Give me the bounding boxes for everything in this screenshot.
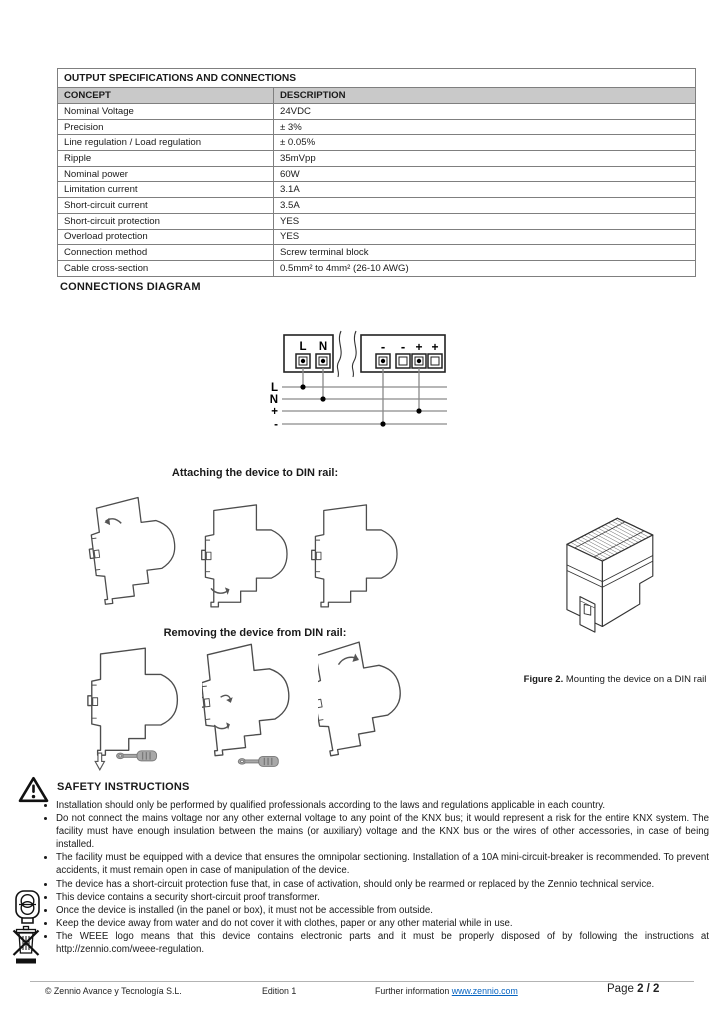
footer-edition: Edition 1 [262, 986, 297, 996]
wire-label-minus: - [274, 419, 278, 431]
terminal-label-plus2: + [431, 340, 438, 354]
table-cell: Connection method [57, 244, 274, 261]
push-arrow-icon [210, 587, 230, 595]
footer-page-number: Page 2 / 2 [607, 983, 659, 995]
left-terminal-block: L N [283, 334, 334, 373]
table-cell: Short-circuit protection [57, 212, 274, 230]
safety-bullet-list: Installation should only be performed by… [41, 799, 709, 956]
table-header-row: CONCEPT DESCRIPTION [57, 87, 696, 104]
wire-junction-dots [300, 358, 422, 427]
table-cell: 0.5mm² to 4mm² (26-10 AWG) [273, 259, 696, 277]
zennio-website-link[interactable]: www.zennio.com [451, 986, 518, 996]
table-cell: ± 3% [273, 118, 696, 136]
rotate-arrow-icon [104, 517, 122, 526]
table-cell: Short-circuit current [57, 197, 274, 214]
remove-step1-illustration [84, 638, 191, 771]
wire-label-L: L [271, 382, 278, 394]
safety-bullet: The WEEE logo means that this device con… [56, 930, 709, 956]
table-cell: ± 0.05% [273, 134, 696, 152]
terminal-label-minus1: - [381, 339, 385, 354]
table-cell: Screw terminal block [273, 244, 696, 261]
safety-bullet: The device has a short-circuit protectio… [56, 878, 709, 891]
safety-bullet: Once the device is installed (in the pan… [56, 904, 709, 917]
table-row: Precision± 3% [57, 118, 696, 136]
terminal-label-N: N [319, 341, 327, 353]
attach-step2-illustration [198, 498, 300, 624]
table-cell: 3.5A [273, 197, 696, 214]
remove-step2-illustration [202, 638, 309, 768]
weee-bin-icon [12, 925, 40, 964]
table-cell: Nominal Voltage [57, 103, 274, 120]
footer-further-info: Further information www.zennio.com [375, 986, 518, 996]
figure2-caption: Figure 2. Mounting the device on a DIN r… [522, 674, 708, 686]
screwdriver-icon [115, 750, 158, 762]
table-title-row: OUTPUT SPECIFICATIONS AND CONNECTIONS [57, 68, 696, 88]
terminal-label-plus1: + [415, 340, 422, 354]
table-cell: Overload protection [57, 228, 274, 246]
page-label: Page [607, 983, 638, 995]
supply-wires [282, 368, 447, 425]
table-cell: 60W [273, 165, 696, 183]
remove-step3-illustration [318, 638, 425, 776]
output-spec-table: OUTPUT SPECIFICATIONS AND CONNECTIONS CO… [57, 68, 696, 277]
table-cell: Precision [57, 118, 274, 136]
footer-copyright: © Zennio Avance y Tecnología S.L. [45, 986, 182, 996]
table-title: OUTPUT SPECIFICATIONS AND CONNECTIONS [57, 68, 696, 88]
safety-bullet: Do not connect the mains voltage nor any… [56, 812, 709, 851]
connections-diagram: L N - - + + [270, 330, 447, 431]
terminal-label-minus2: - [401, 339, 405, 354]
safety-bullet: Keep the device away from water and do n… [56, 917, 709, 930]
wire-label-N: N [270, 394, 278, 406]
table-cell: 35mVpp [273, 150, 696, 167]
attach-heading: Attaching the device to DIN rail: [171, 467, 339, 479]
warning-triangle-icon [18, 776, 49, 803]
figure2-caption-label: Figure 2. [523, 674, 564, 685]
table-cell: 3.1A [273, 181, 696, 199]
page-value: 2 / 2 [637, 983, 660, 995]
table-cell: 24VDC [273, 103, 696, 120]
diagram-break [336, 330, 357, 378]
wire-label-plus: + [271, 406, 278, 418]
safety-heading: SAFETY INSTRUCTIONS [57, 781, 190, 793]
screwdriver-icon [237, 755, 279, 768]
clip-arrow-icon [213, 694, 233, 730]
attach-step1-illustration [86, 496, 188, 622]
terminal-label-L: L [299, 341, 306, 353]
col-header-concept: CONCEPT [57, 87, 274, 104]
attach-step3-illustration [308, 498, 410, 624]
table-cell: Line regulation / Load regulation [57, 134, 274, 152]
footer-divider [30, 981, 694, 982]
table-row: Line regulation / Load regulation± 0.05% [57, 134, 696, 152]
table-cell: YES [273, 228, 696, 246]
safety-bullet: This device contains a security short-ci… [56, 891, 709, 904]
remove-heading: Removing the device from DIN rail: [163, 627, 347, 639]
col-header-description: DESCRIPTION [273, 87, 696, 104]
table-cell: Nominal power [57, 165, 274, 183]
figure2-caption-text: Mounting the device on a DIN rail [563, 674, 707, 685]
safety-bullet: Installation should only be performed by… [56, 799, 709, 812]
output-spec-table-wrap: OUTPUT SPECIFICATIONS AND CONNECTIONS CO… [57, 68, 696, 277]
release-arrow-icon [337, 653, 359, 666]
table-cell: YES [273, 212, 696, 230]
table-cell: Cable cross-section [57, 259, 274, 277]
right-terminal-block: - - + + [360, 334, 446, 373]
footer-further-info-label: Further information [375, 986, 452, 996]
table-cell: Limitation current [57, 181, 274, 199]
table-cell: Ripple [57, 150, 274, 167]
safety-bullet: The facility must be equipped with a dev… [56, 851, 709, 877]
pull-down-arrow-icon [94, 752, 106, 771]
transformer-icon [15, 890, 40, 924]
connections-heading: CONNECTIONS DIAGRAM [60, 281, 201, 293]
figure2-device-illustration [566, 517, 654, 633]
